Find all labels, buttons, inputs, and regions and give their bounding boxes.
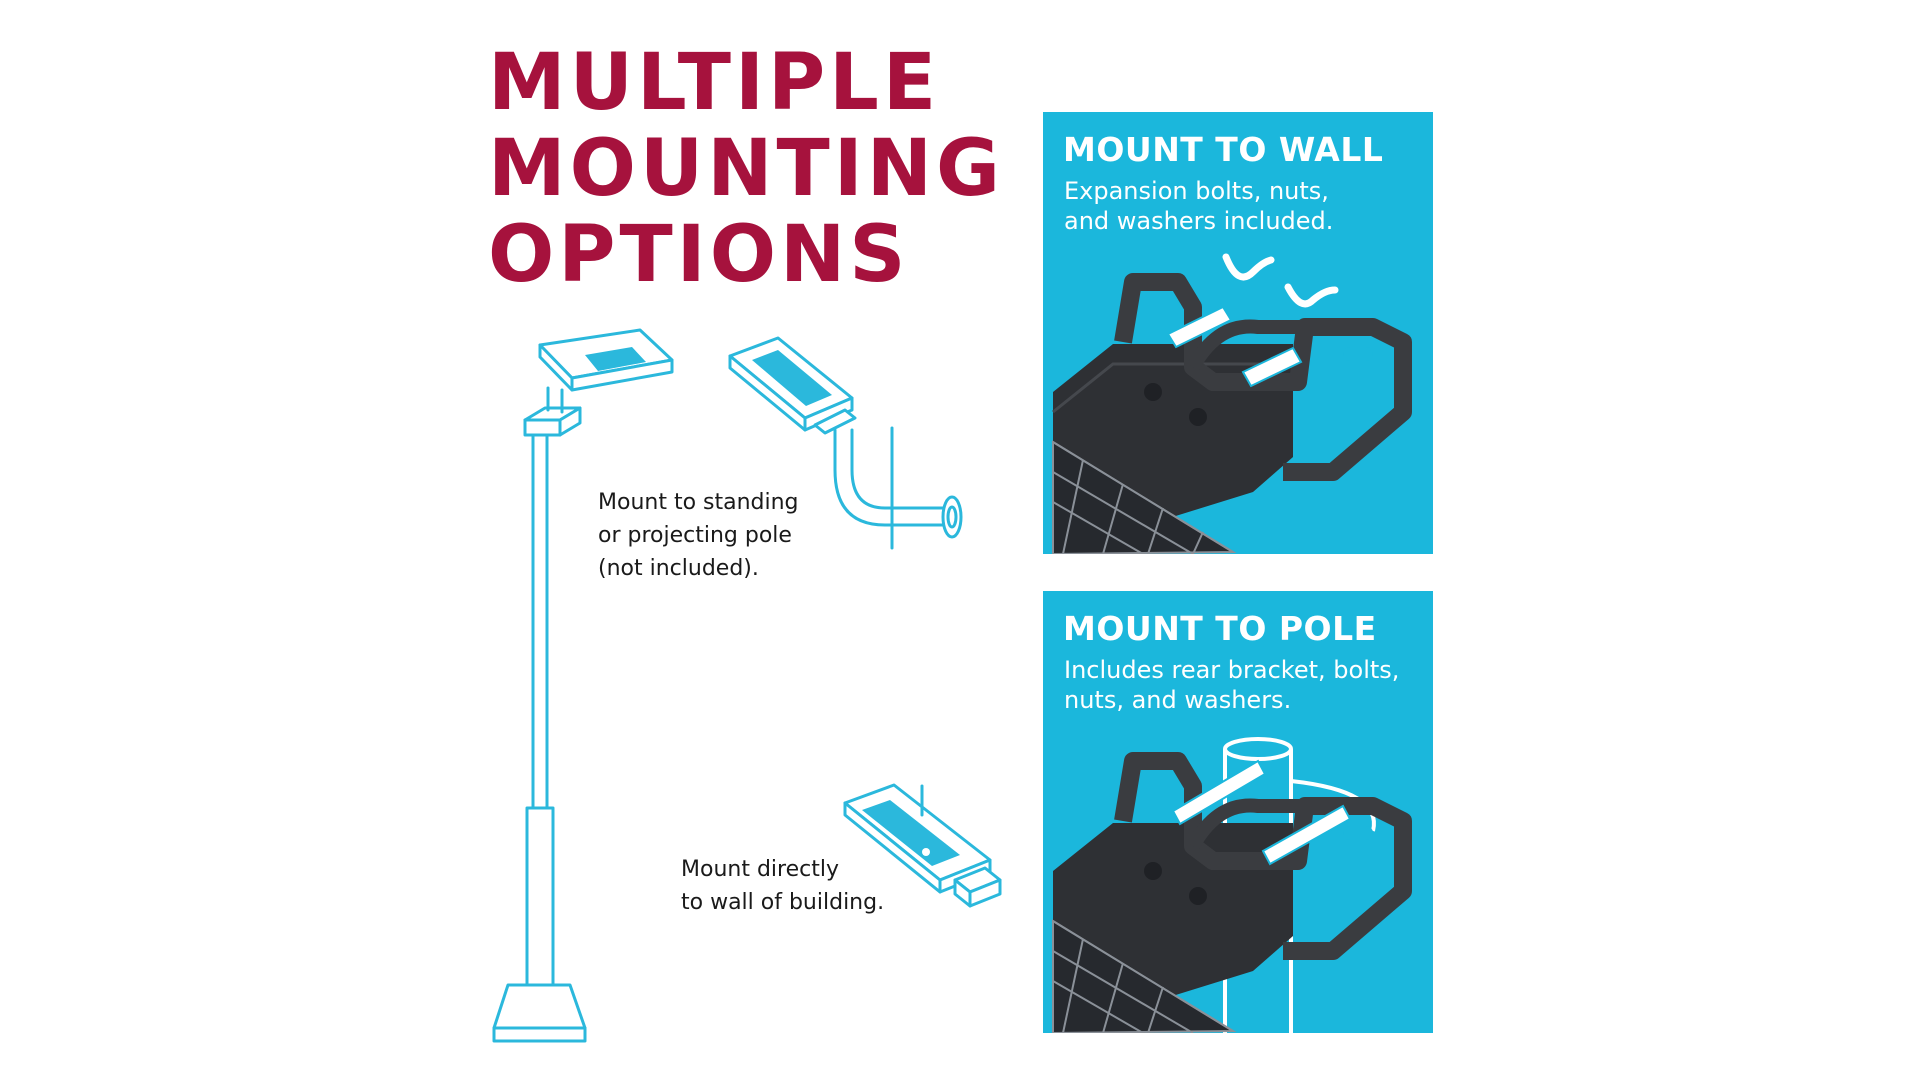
- mount-to-pole-panel: MOUNT TO POLE Includes rear bracket, bol…: [1043, 591, 1433, 1033]
- caption-line: or projecting pole: [598, 523, 792, 548]
- projecting-pole-light-icon: [728, 336, 963, 550]
- headline-line: OPTIONS: [488, 210, 910, 300]
- headline-line: MOUNTING: [488, 124, 1005, 214]
- headline: MULTIPLE MOUNTING OPTIONS: [488, 40, 1004, 298]
- mount-to-wall-panel: MOUNT TO WALL Expansion bolts, nuts, and…: [1043, 112, 1433, 554]
- description-line: Expansion bolts, nuts,: [1064, 177, 1329, 205]
- standing-pole-light-icon: [492, 328, 674, 1043]
- description-line: and washers included.: [1064, 207, 1334, 235]
- panel-description: Expansion bolts, nuts, and washers inclu…: [1064, 176, 1333, 236]
- caption-line: Mount to standing: [598, 490, 799, 515]
- description-line: nuts, and washers.: [1064, 686, 1292, 714]
- wall-mount-light-icon: [843, 783, 1002, 908]
- caption-line: to wall of building.: [681, 890, 885, 915]
- wall-mount-caption: Mount directly to wall of building.: [681, 853, 884, 919]
- panel-title: MOUNT TO POLE: [1063, 609, 1377, 648]
- caption-line: (not included).: [598, 556, 759, 581]
- pole-bracket-hardware-icon: [1052, 737, 1412, 1033]
- description-line: Includes rear bracket, bolts,: [1064, 656, 1400, 684]
- wall-bracket-hardware-icon: [1052, 253, 1412, 554]
- pole-mount-caption: Mount to standing or projecting pole (no…: [598, 486, 799, 585]
- caption-line: Mount directly: [681, 857, 839, 882]
- panel-title: MOUNT TO WALL: [1063, 130, 1384, 169]
- headline-line: MULTIPLE: [488, 38, 941, 128]
- panel-description: Includes rear bracket, bolts, nuts, and …: [1064, 655, 1399, 715]
